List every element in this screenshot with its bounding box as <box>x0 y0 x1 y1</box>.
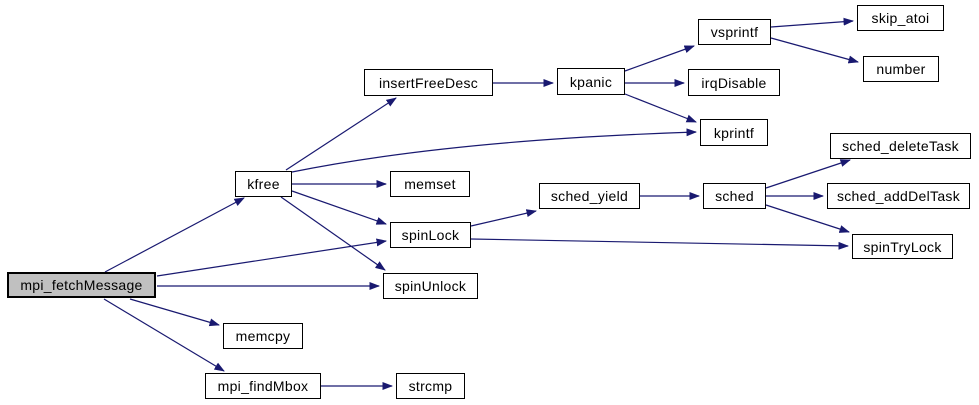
graph-node-label: kpanic <box>569 73 613 90</box>
graph-node-insertFreeDesc[interactable]: insertFreeDesc <box>364 69 493 96</box>
graph-node-label: sched_addDelTask <box>836 188 961 204</box>
graph-node-mpi_fetchMessage: mpi_fetchMessage <box>7 272 156 298</box>
graph-node-kprintf[interactable]: kprintf <box>700 119 768 146</box>
graph-node-label: mpi_findMbox <box>217 378 309 394</box>
graph-node-kfree[interactable]: kfree <box>235 171 292 197</box>
graph-node-label: insertFreeDesc <box>378 74 479 91</box>
edge-vsprintf-to-skip_atoi <box>770 17 854 28</box>
edge-mpi_fetchMessage-to-kfree <box>104 197 245 273</box>
graph-node-skip_atoi[interactable]: skip_atoi <box>857 5 944 31</box>
edge-mpi_fetchMessage-to-memcpy <box>129 298 220 327</box>
graph-node-label: spinLock <box>401 227 460 243</box>
graph-node-label: sched_yield <box>550 188 629 204</box>
edge-vsprintf-to-number <box>770 37 859 64</box>
edge-sched-to-spinTryLock <box>765 204 850 233</box>
graph-node-spinLock[interactable]: spinLock <box>390 222 471 248</box>
graph-node-label: memset <box>404 176 456 192</box>
graph-node-vsprintf[interactable]: vsprintf <box>698 19 771 45</box>
edge-kpanic-to-vsprintf <box>624 45 695 72</box>
edge-kfree-to-insertFreeDesc <box>285 97 397 171</box>
graph-node-mpi_findMbox[interactable]: mpi_findMbox <box>205 373 321 399</box>
graph-node-kpanic[interactable]: kpanic <box>557 68 625 95</box>
graph-node-label: mpi_fetchMessage <box>20 277 143 293</box>
graph-node-spinUnlock[interactable]: spinUnlock <box>383 273 478 299</box>
graph-node-label: kfree <box>247 176 280 192</box>
graph-node-sched[interactable]: sched <box>703 183 766 209</box>
graph-node-label: strcmp <box>408 378 453 394</box>
graph-node-label: spinUnlock <box>394 278 467 294</box>
graph-node-label: irqDisable <box>701 74 767 91</box>
graph-node-memcpy[interactable]: memcpy <box>223 323 303 349</box>
graph-node-label: vsprintf <box>710 24 759 40</box>
graph-node-sched_yield[interactable]: sched_yield <box>539 183 640 209</box>
edge-kfree-to-kprintf <box>291 128 697 173</box>
graph-node-label: kprintf <box>713 124 755 141</box>
edge-mpi_fetchMessage-to-spinLock <box>156 238 387 277</box>
graph-node-label: skip_atoi <box>871 10 930 26</box>
graph-node-label: sched <box>715 188 754 204</box>
graph-node-label: memcpy <box>235 328 291 344</box>
edge-spinLock-to-spinTryLock <box>470 238 849 250</box>
graph-node-spinTryLock[interactable]: spinTryLock <box>852 234 953 259</box>
graph-node-number[interactable]: number <box>863 56 939 82</box>
edge-kpanic-to-kprintf <box>624 93 697 123</box>
edge-kfree-to-spinLock <box>291 190 387 225</box>
graph-node-label: number <box>876 61 926 77</box>
edge-kfree-to-spinUnlock <box>280 196 386 271</box>
graph-node-sched_addDelTask[interactable]: sched_addDelTask <box>827 183 970 209</box>
graph-node-label: sched_deleteTask <box>842 138 959 154</box>
graph-node-strcmp[interactable]: strcmp <box>396 373 465 399</box>
edge-sched-to-sched_deleteTask <box>765 159 851 189</box>
graph-node-sched_deleteTask[interactable]: sched_deleteTask <box>830 133 971 159</box>
edge-spinLock-to-sched_yield <box>470 209 537 227</box>
graph-node-irqDisable[interactable]: irqDisable <box>688 69 780 96</box>
graph-node-memset[interactable]: memset <box>390 171 470 197</box>
graph-node-label: spinTryLock <box>863 238 942 255</box>
edge-mpi_fetchMessage-to-mpi_findMbox <box>103 298 225 372</box>
